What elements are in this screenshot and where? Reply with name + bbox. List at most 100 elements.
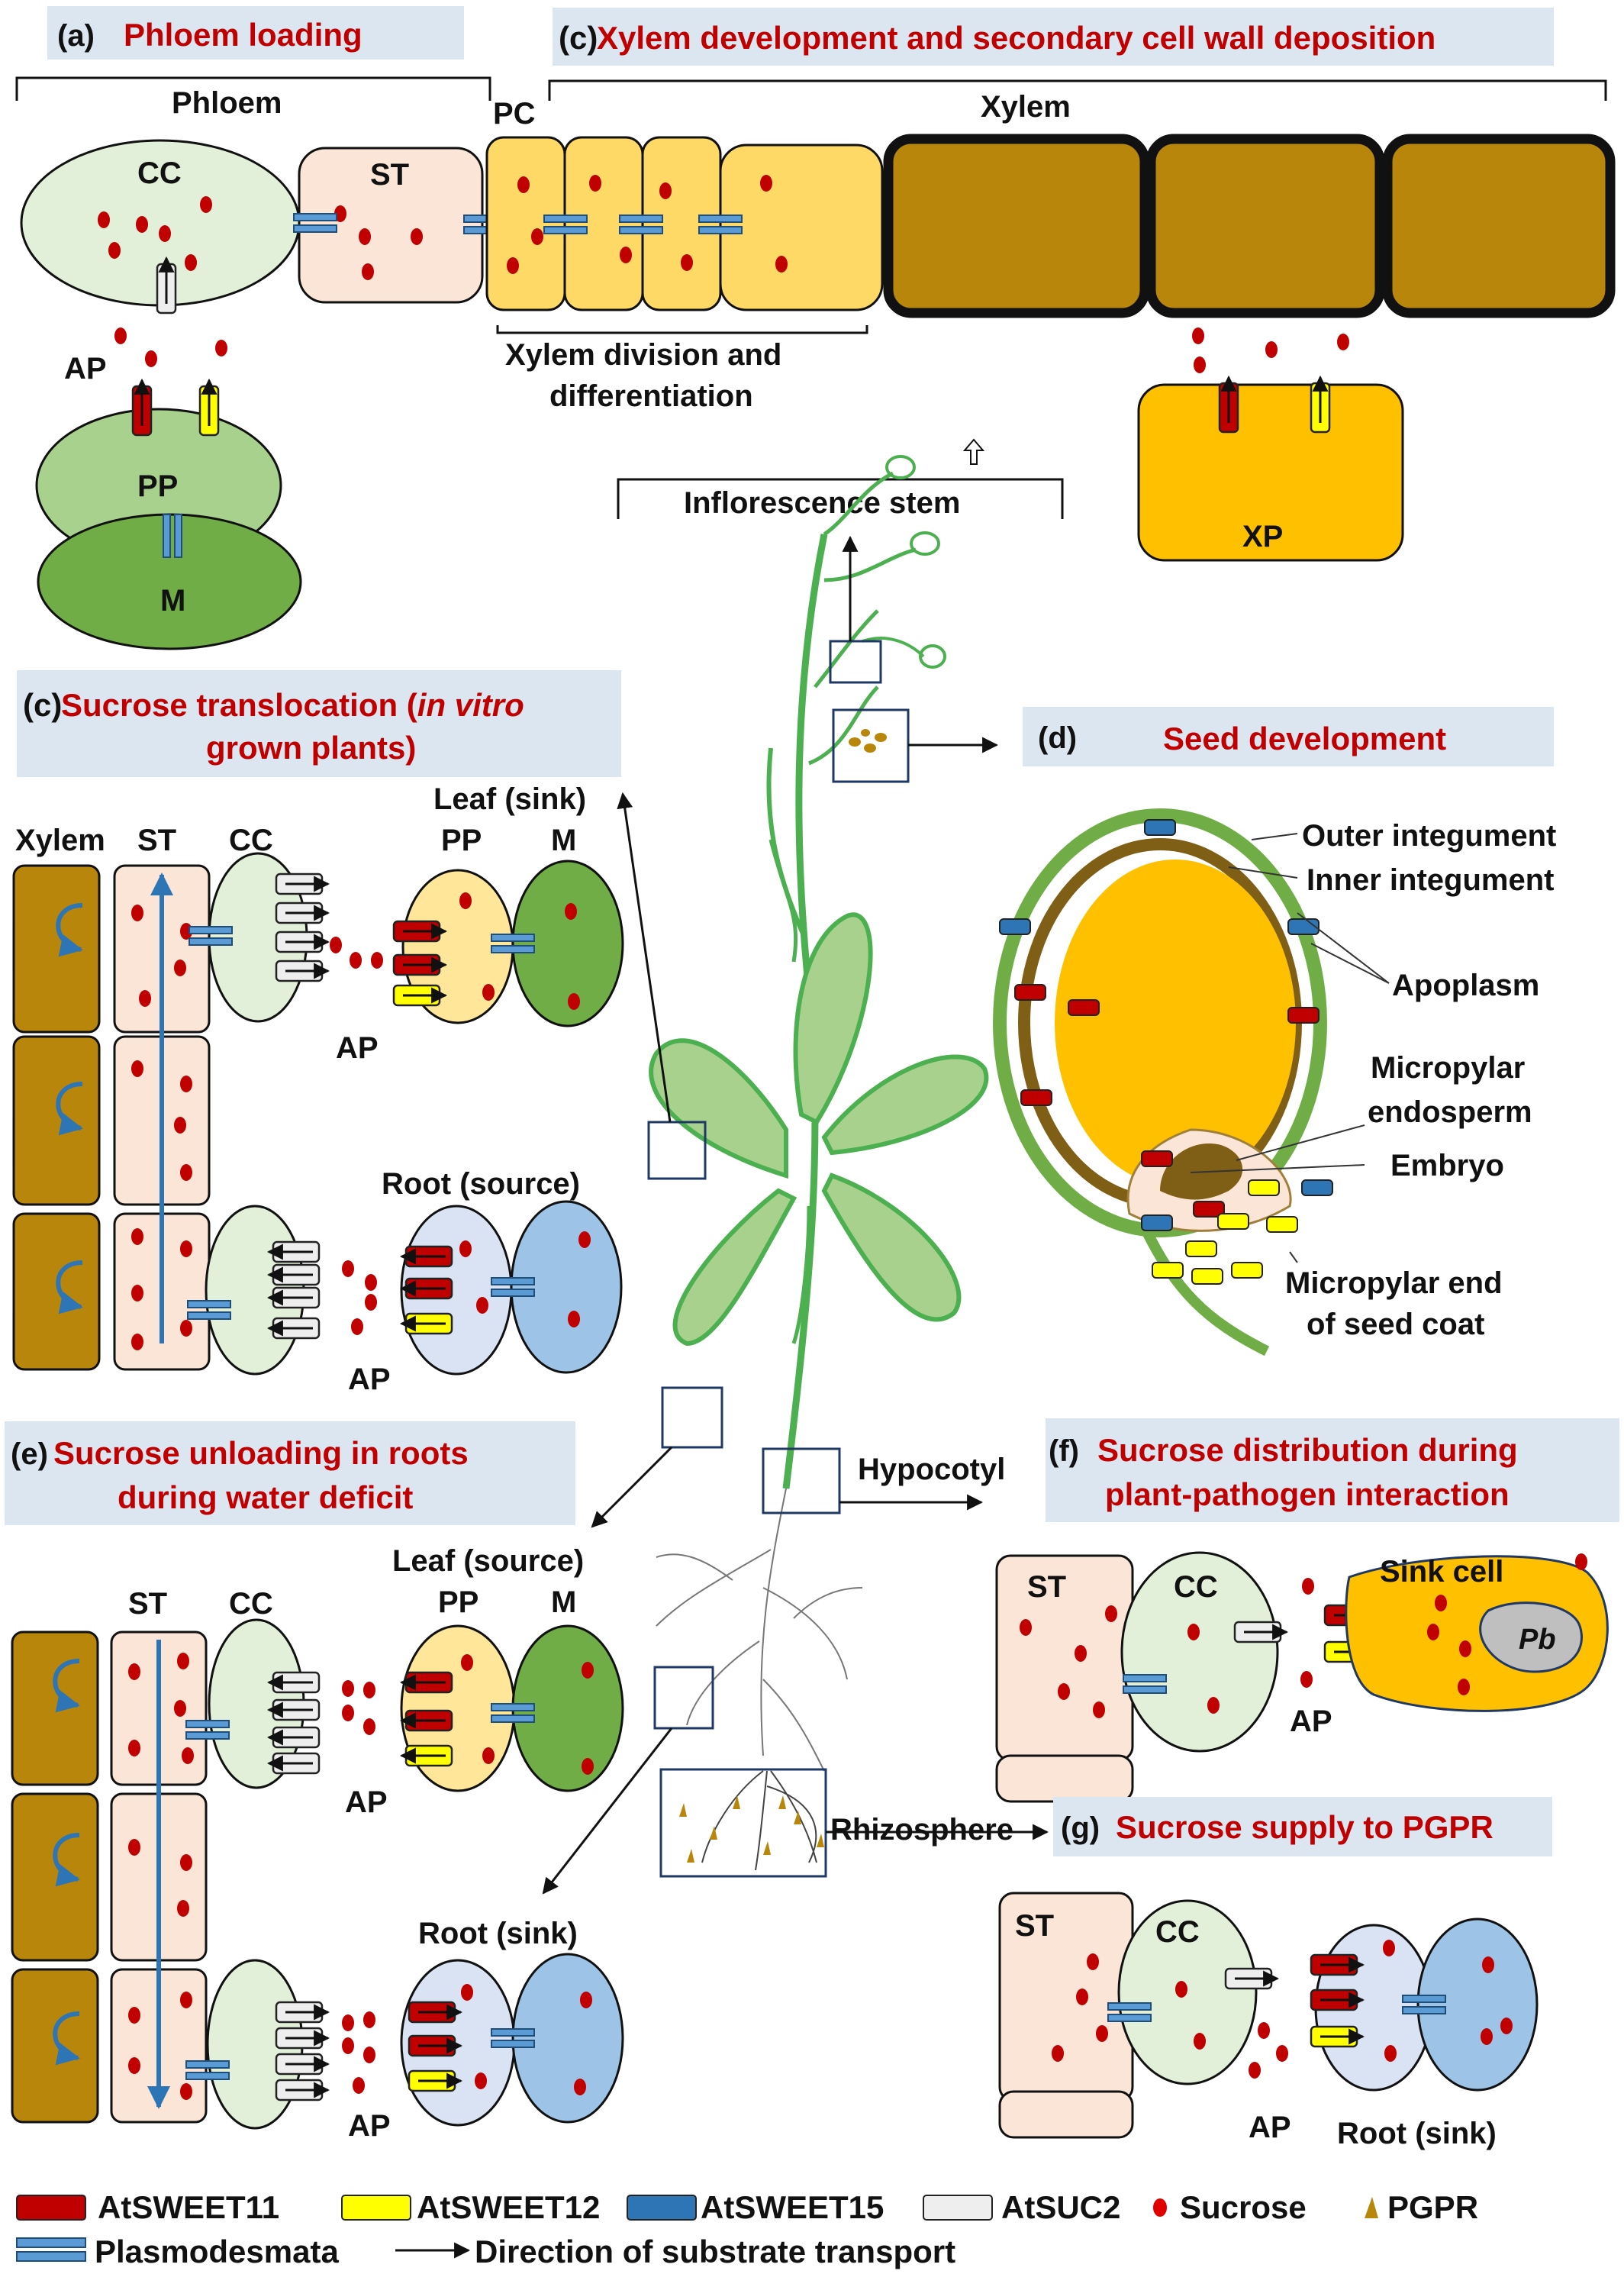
svg-text:Embryo: Embryo	[1390, 1149, 1504, 1182]
svg-text:ST: ST	[370, 158, 409, 192]
suc2-transporter-a	[157, 258, 176, 313]
panel-c-translocation-title: (c) Sucrose translocation (in vitro grow…	[17, 670, 621, 777]
legend-plasmodesmata-swatch	[16, 2237, 86, 2248]
legend-plasmodesmata: Plasmodesmata	[95, 2234, 339, 2269]
pc-label: PC	[493, 97, 536, 131]
svg-text:CC: CC	[1155, 1915, 1200, 1949]
svg-text:Leaf (source): Leaf (source)	[392, 1544, 584, 1578]
svg-text:Pb: Pb	[1519, 1624, 1556, 1656]
svg-text:AP: AP	[348, 1363, 391, 1396]
legend-sweet12: AtSWEET12	[417, 2189, 600, 2225]
svg-text:(d): (d)	[1038, 721, 1077, 755]
legend-direction: Direction of substrate transport	[475, 2234, 955, 2269]
svg-text:AP: AP	[1249, 2111, 1291, 2144]
svg-text:PP: PP	[438, 1585, 478, 1619]
xylem-parenchyma: XP	[1137, 383, 1404, 562]
svg-text:CC: CC	[229, 1587, 273, 1621]
svg-text:during water deficit: during water deficit	[118, 1479, 413, 1515]
xylem-bracket	[548, 79, 1607, 101]
panel-g-title: (g) Sucrose supply to PGPR	[1053, 1797, 1552, 1856]
mesophyll-a: M	[37, 513, 302, 650]
svg-text:Sucrose unloading in roots: Sucrose unloading in roots	[53, 1435, 469, 1471]
inflorescence-label: Inflorescence stem	[684, 486, 960, 520]
svg-text:of seed coat: of seed coat	[1307, 1308, 1484, 1341]
legend-suc2-swatch	[923, 2195, 993, 2221]
panel-a-title: (a) Phloem loading	[47, 6, 464, 60]
svg-text:M: M	[551, 1585, 576, 1619]
svg-text:endosperm: endosperm	[1368, 1095, 1532, 1129]
svg-text:(c): (c)	[559, 20, 598, 56]
panel-c-xylem-title: (c) Xylem development and secondary cell…	[553, 8, 1554, 66]
svg-text:M: M	[160, 584, 185, 618]
svg-text:CC: CC	[1174, 1570, 1218, 1604]
legend-sweet15-swatch	[627, 2195, 697, 2221]
svg-text:M: M	[551, 824, 576, 857]
svg-text:(f): (f)	[1049, 1434, 1079, 1468]
seed-diagram	[993, 808, 1333, 1356]
legend-suc2: AtSUC2	[1001, 2189, 1120, 2225]
hypocotyl-box	[762, 1447, 841, 1514]
svg-text:grown plants): grown plants)	[206, 730, 416, 766]
legend-sweet15: AtSWEET15	[701, 2189, 884, 2225]
inflorescence-box	[829, 640, 882, 684]
svg-text:CC: CC	[137, 156, 182, 190]
svg-text:Sucrose supply to PGPR: Sucrose supply to PGPR	[1116, 1809, 1494, 1845]
svg-text:Xylem: Xylem	[15, 824, 105, 857]
legend-sweet11-swatch	[16, 2195, 86, 2221]
svg-text:Micropylar end: Micropylar end	[1285, 1266, 1503, 1300]
translocation-xylem-column	[12, 864, 211, 1371]
svg-text:ST: ST	[1015, 1909, 1054, 1943]
svg-text:AP: AP	[345, 1785, 388, 1819]
legend: AtSWEET11 AtSWEET12 AtSWEET15 AtSUC2 Suc…	[16, 2189, 1478, 2269]
rhizosphere-box	[659, 1768, 827, 1878]
phloem-label: Phloem	[172, 86, 282, 120]
svg-text:ST: ST	[1027, 1570, 1066, 1604]
svg-text:Outer integument: Outer integument	[1302, 819, 1556, 853]
svg-text:Root (sink): Root (sink)	[1337, 2117, 1497, 2150]
arabidopsis-plant	[649, 455, 989, 1871]
xylem-division-label-2: differentiation	[549, 379, 753, 413]
svg-text:CC: CC	[229, 824, 273, 857]
svg-text:Micropylar: Micropylar	[1371, 1051, 1525, 1085]
svg-text:Root (sink): Root (sink)	[418, 1917, 578, 1950]
svg-text:plant-pathogen interaction: plant-pathogen interaction	[1105, 1476, 1510, 1512]
svg-text:Root (source): Root (source)	[382, 1167, 580, 1201]
svg-text:Inner integument: Inner integument	[1307, 863, 1554, 897]
panel-e-title: (e) Sucrose unloading in roots during wa…	[5, 1421, 575, 1525]
svg-text:ST: ST	[128, 1587, 167, 1621]
ap-label-a: AP	[64, 352, 107, 385]
svg-text:Phloem loading: Phloem loading	[124, 17, 362, 53]
legend-sweet12-swatch	[341, 2195, 411, 2221]
legend-pgpr: PGPR	[1387, 2189, 1478, 2225]
svg-text:AP: AP	[1290, 1705, 1332, 1738]
svg-text:Sink cell: Sink cell	[1380, 1555, 1503, 1589]
legend-pgpr-icon	[1365, 2197, 1378, 2218]
legend-sweet11: AtSWEET11	[98, 2189, 279, 2225]
hypocotyl-leaf-box	[661, 1386, 723, 1449]
pathogen-interaction: ST CC Sink cell Pb AP	[995, 1551, 1609, 1803]
svg-text:AP: AP	[336, 1031, 379, 1065]
svg-text:Sucrose translocation (in vitr: Sucrose translocation (in vitro	[61, 687, 524, 723]
svg-text:(a): (a)	[57, 19, 95, 53]
svg-text:Leaf (sink): Leaf (sink)	[433, 782, 586, 816]
svg-text:PP: PP	[441, 824, 482, 857]
svg-text:(g): (g)	[1061, 1811, 1100, 1845]
phloem-bracket	[15, 76, 491, 101]
xylem-vessels	[883, 134, 1616, 318]
pgpr-supply: ST CC AP Root (sink)	[998, 1892, 1539, 2150]
root-box	[653, 1666, 714, 1730]
svg-text:AP: AP	[348, 2109, 391, 2143]
svg-text:XP: XP	[1242, 520, 1283, 553]
hypocotyl-label: Hypocotyl	[858, 1453, 1005, 1486]
svg-text:ST: ST	[137, 824, 176, 857]
svg-text:(e): (e)	[11, 1437, 48, 1471]
procambium-cells	[485, 136, 884, 311]
svg-text:Sucrose distribution during: Sucrose distribution during	[1097, 1432, 1518, 1468]
panel-d-title: (d) Seed development	[1023, 707, 1554, 766]
legend-sucrose: Sucrose	[1180, 2189, 1307, 2225]
rhizosphere-label: Rhizosphere	[830, 1813, 1013, 1847]
svg-text:(c): (c)	[23, 687, 62, 723]
companion-cell-a: CC	[20, 139, 301, 307]
xylem-division-label-1: Xylem division and	[505, 338, 781, 372]
